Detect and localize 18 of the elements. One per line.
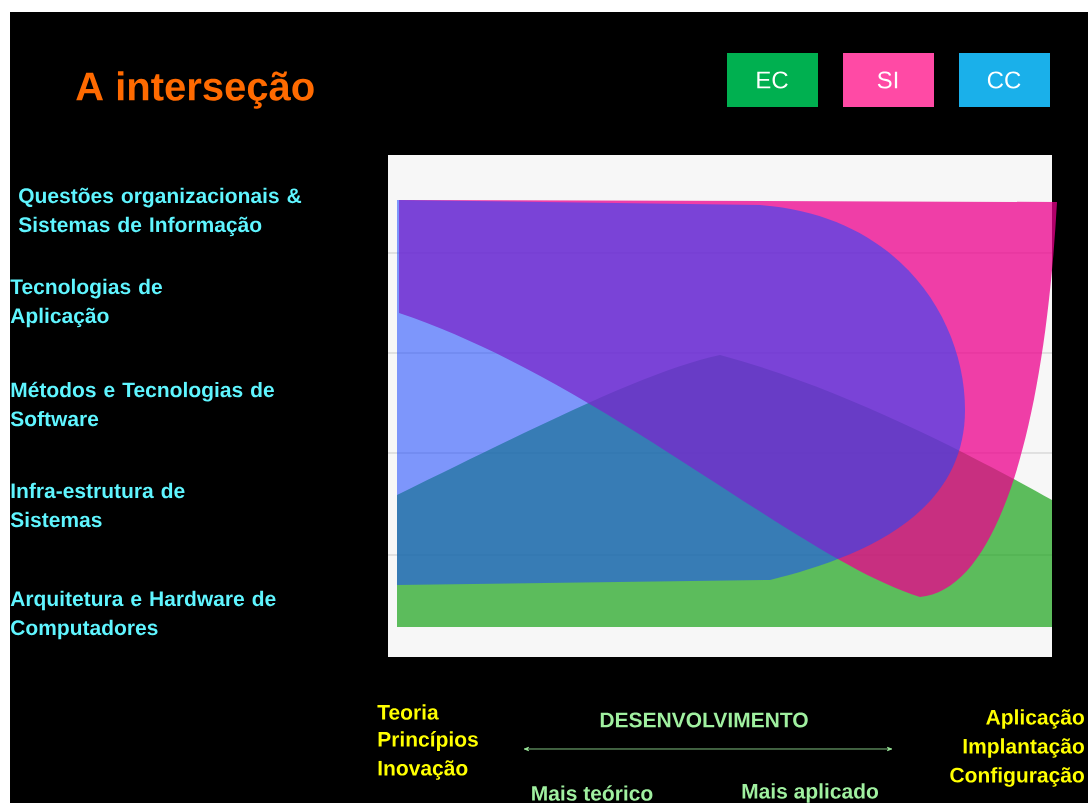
legend-box: CC bbox=[959, 53, 1050, 107]
axis-end-label: Inovação bbox=[378, 760, 468, 780]
row-label: Questões organizacionais & Sistemas de Informação bbox=[18, 187, 302, 237]
axis-end-label: Aplicação bbox=[986, 709, 1084, 729]
legend-box: SI bbox=[843, 53, 934, 107]
axis-end-label: Mais teórico bbox=[532, 785, 653, 801]
axis-end-label: Teoria bbox=[377, 704, 439, 720]
row-label: Métodos e Tecnologias de Software bbox=[10, 381, 274, 427]
row-label: Tecnologias de Aplicação bbox=[10, 278, 162, 328]
row-label: Arquitetura e Hardware de Computadores bbox=[10, 590, 276, 640]
row-label: Infra-estrutura de Sistemas bbox=[10, 482, 185, 528]
axis-end-label: Princípios bbox=[378, 731, 478, 751]
axis-end-label: Mais aplicado bbox=[742, 783, 879, 803]
axis-end-label: Configuração bbox=[950, 767, 1084, 787]
axis-end-label: Implantação bbox=[963, 738, 1084, 758]
legend-box: EC bbox=[727, 53, 818, 107]
title: A interseção bbox=[76, 71, 314, 109]
axis-title: DESENVOLVIMENTO bbox=[600, 712, 808, 728]
